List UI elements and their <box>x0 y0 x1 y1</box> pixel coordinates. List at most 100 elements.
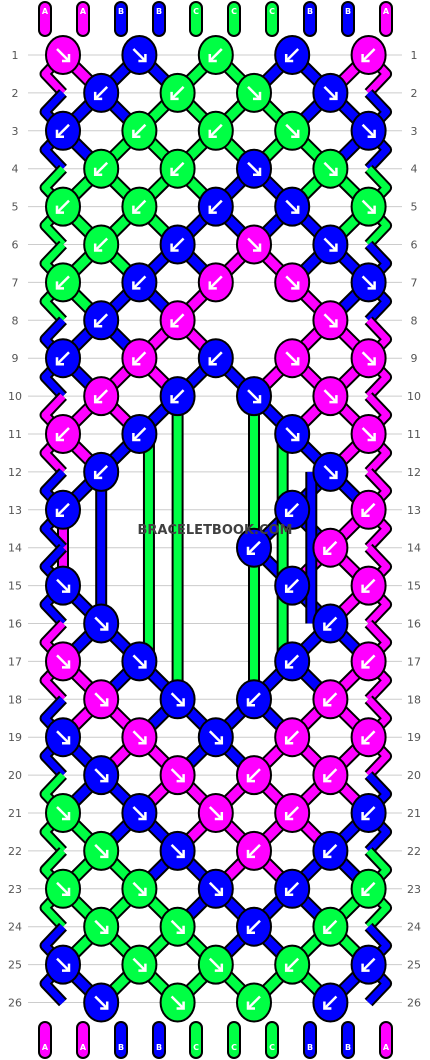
row-number-left: 19 <box>8 731 22 744</box>
knot <box>83 72 120 113</box>
knot-arrow-shaft <box>247 389 261 403</box>
knot <box>45 186 81 227</box>
knot <box>236 527 272 568</box>
knot-arrow-head <box>100 849 109 859</box>
knot-arrow-shaft <box>285 427 300 441</box>
knot-arrow-head <box>253 91 262 101</box>
knot-arrow-head <box>208 129 217 139</box>
knot-arrow-shaft <box>361 654 376 669</box>
knot <box>121 110 158 151</box>
row-number-left: 11 <box>8 428 22 441</box>
knot-arrow-head <box>93 91 103 101</box>
knot-arrow-shaft <box>285 48 300 62</box>
knot-arrow-head <box>62 963 71 972</box>
knot-arrow-shaft <box>285 502 300 517</box>
knot-arrow-head <box>132 205 141 214</box>
knot <box>236 72 272 113</box>
knot-arrow-shaft <box>170 86 185 100</box>
knot <box>236 224 272 265</box>
row-number-right: 22 <box>407 845 421 858</box>
knot-arrow-head <box>138 54 147 63</box>
knot-arrow-shaft <box>94 844 109 858</box>
knot-arrow-shaft <box>323 995 338 1010</box>
knot-arrow-head <box>367 129 376 139</box>
row-number-left: 5 <box>12 201 19 214</box>
knot-arrow-head <box>138 963 147 972</box>
row-number-right: 2 <box>411 87 418 100</box>
knot-arrow-shaft <box>56 427 70 441</box>
knot-arrow-head <box>291 129 300 139</box>
knot-arrow-head <box>367 205 376 214</box>
row-number-right: 20 <box>407 769 421 782</box>
knot <box>45 414 81 454</box>
knot <box>121 717 158 758</box>
knot-arrow-head <box>291 433 300 442</box>
knot <box>83 679 120 720</box>
row-number-right: 5 <box>411 201 418 214</box>
knot <box>274 110 311 151</box>
knot <box>83 300 120 341</box>
watermark: BRACELETBOOK.COM <box>138 523 293 538</box>
knot-arrow-shaft <box>208 881 223 896</box>
knot <box>274 414 311 454</box>
knot <box>83 830 120 871</box>
row-number-right: 13 <box>407 504 421 517</box>
knot-arrow-shaft <box>361 578 376 593</box>
knot-arrow-head <box>138 812 147 821</box>
knot <box>312 72 349 113</box>
knot-arrow-shaft <box>170 313 185 328</box>
knot-arrow-shaft <box>132 199 147 214</box>
knot-arrow-shaft <box>170 389 185 403</box>
knot-arrow-head <box>62 887 71 897</box>
row-number-right: 9 <box>411 352 418 365</box>
knot-arrow-shaft <box>285 123 300 138</box>
row-number-right: 6 <box>411 239 418 252</box>
knot-arrow-head <box>132 281 141 290</box>
row-number-left: 24 <box>8 921 22 934</box>
knot-arrow-head <box>100 622 109 631</box>
knot <box>312 224 349 265</box>
knot-arrow-head <box>132 129 141 139</box>
knot-arrow-head <box>361 584 370 593</box>
knot-arrow-shaft <box>285 957 300 972</box>
row-number-left: 16 <box>8 618 22 631</box>
bottom-thread-label: C <box>269 1043 275 1052</box>
straight-thread <box>144 434 153 662</box>
knot-arrow-head <box>93 395 103 404</box>
knot <box>312 679 349 720</box>
knot-arrow-head <box>246 546 255 555</box>
knot <box>83 148 120 189</box>
knot <box>45 793 81 833</box>
knot <box>197 793 234 833</box>
knot-arrow-shaft <box>56 275 70 290</box>
knot <box>274 338 311 379</box>
row-number-left: 23 <box>8 883 22 896</box>
row-number-right: 7 <box>411 276 418 289</box>
knot <box>45 868 81 909</box>
knot <box>159 148 196 189</box>
knot-arrow-shaft <box>56 806 70 820</box>
bottom-thread-label: C <box>231 1043 237 1052</box>
knot-arrow-shaft <box>170 919 185 934</box>
knot <box>197 868 234 909</box>
knot-arrow-head <box>208 357 217 366</box>
knot-arrow-shaft <box>247 161 261 176</box>
knot <box>350 414 387 454</box>
knot-arrow-head <box>214 963 224 972</box>
knot-arrow-head <box>62 54 71 63</box>
row-number-right: 18 <box>407 693 421 706</box>
knot-arrow-head <box>329 243 338 252</box>
row-number-left: 7 <box>12 276 19 289</box>
knot-arrow-shaft <box>323 616 338 631</box>
row-number-right: 21 <box>407 807 421 820</box>
top-thread-label: B <box>345 7 351 16</box>
knot-arrow-shaft <box>285 578 300 593</box>
row-number-left: 18 <box>8 693 22 706</box>
knot-arrow-shaft <box>323 768 338 782</box>
knot-arrow-shaft <box>361 351 376 366</box>
knot-arrow-head <box>132 433 141 442</box>
knot-arrow-shaft <box>56 351 70 366</box>
knot-arrow-shaft <box>285 881 300 896</box>
knot-arrow-head <box>253 395 262 404</box>
top-thread-label: C <box>269 7 275 16</box>
